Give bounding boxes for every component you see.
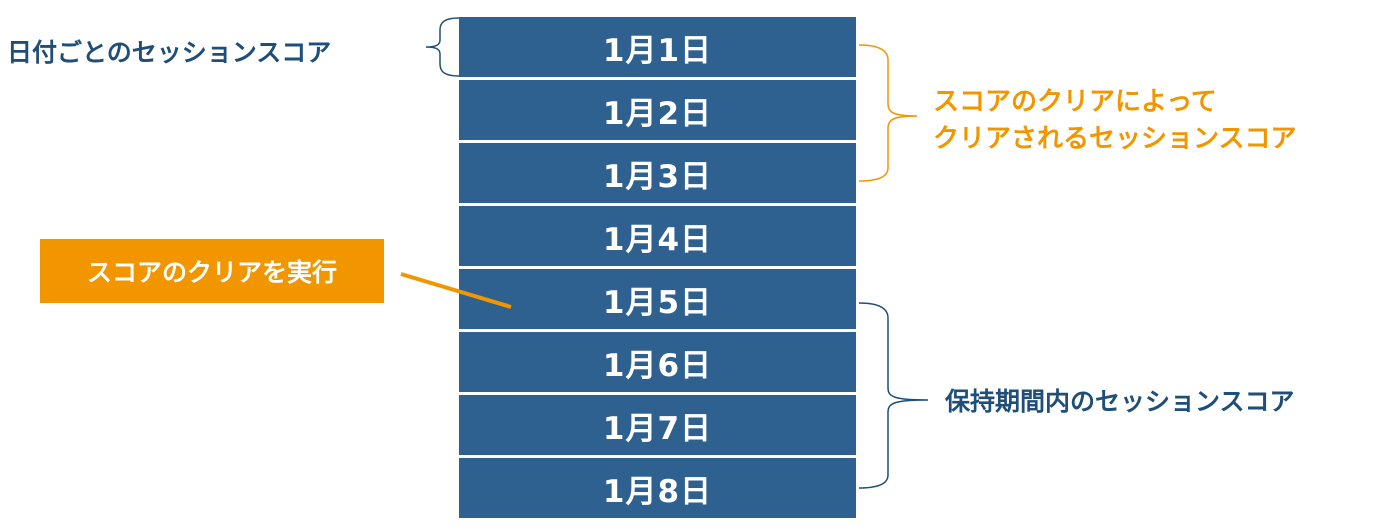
cleared-score-line1: スコアのクリアによって	[933, 87, 1217, 117]
retained-brace	[858, 302, 929, 489]
day-row-8: 1月8日	[459, 458, 856, 518]
day-row-4: 1月4日	[459, 206, 856, 266]
cleared-brace	[858, 44, 918, 182]
day-row-1: 1月1日	[459, 17, 856, 77]
callout-connector	[400, 272, 512, 309]
per-day-score-label: 日付ごとのセッションスコア	[7, 38, 332, 67]
cleared-score-label: スコアのクリアによって クリアされるセッションスコア	[933, 84, 1296, 158]
clear-score-callout: スコアのクリアを実行	[40, 239, 384, 303]
day-row-6: 1月6日	[459, 332, 856, 392]
day-row-5: 1月5日	[459, 269, 856, 329]
per-day-brace	[425, 17, 460, 77]
day-row-7: 1月7日	[459, 395, 856, 455]
day-row-2: 1月2日	[459, 80, 856, 140]
retained-score-label: 保持期間内のセッションスコア	[945, 387, 1295, 416]
day-stack: 1月1日 1月2日 1月3日 1月4日 1月5日 1月6日 1月7日 1月8日	[459, 17, 856, 520]
day-row-3: 1月3日	[459, 143, 856, 203]
cleared-score-line2: クリアされるセッションスコア	[933, 124, 1297, 154]
